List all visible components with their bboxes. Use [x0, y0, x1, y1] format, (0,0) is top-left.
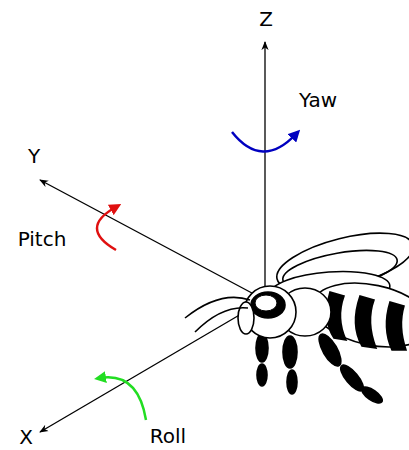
axes — [40, 42, 265, 432]
stripe — [355, 296, 376, 348]
rotation-label: Roll — [150, 426, 186, 446]
z-axis — [264, 42, 265, 300]
yaw-arrow — [232, 132, 296, 152]
rotation-label: Yaw — [299, 90, 337, 110]
leg — [359, 384, 384, 406]
leg — [283, 336, 297, 368]
stripe — [386, 302, 406, 350]
antenna — [195, 308, 248, 332]
pitch-arrow — [97, 207, 116, 250]
leg — [287, 370, 297, 394]
roll-arrow — [100, 377, 146, 420]
x-axis — [40, 300, 265, 432]
axis-label: X — [19, 427, 33, 447]
eye-highlight — [255, 295, 277, 311]
axis-label: Y — [28, 146, 40, 166]
axis-label: Z — [259, 9, 273, 29]
bee-drawing — [185, 222, 409, 406]
y-axis — [40, 180, 265, 300]
leg — [315, 331, 345, 369]
eye — [251, 292, 285, 318]
rotation-label: Pitch — [18, 229, 67, 249]
leg — [257, 364, 267, 386]
eye-side — [238, 302, 254, 334]
